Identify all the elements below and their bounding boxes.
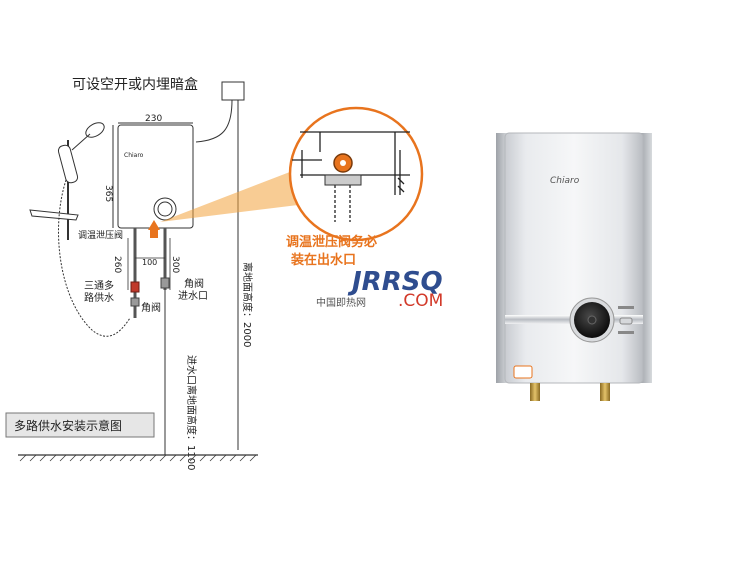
callout-circle <box>288 106 424 242</box>
heater-brand-small: Chiaro <box>124 152 144 159</box>
dim-100-label: 100 <box>142 258 157 267</box>
height-label: 365 <box>103 185 113 202</box>
product-brand: Chiaro <box>550 176 580 186</box>
junction-box <box>221 81 245 101</box>
angle-valve-right <box>160 277 170 289</box>
width-label: 230 <box>145 114 162 124</box>
inlet-height-label-a: 进水口离地面高度：1100 <box>185 355 198 470</box>
power-cable <box>195 99 233 143</box>
three-way-label: 三通多 <box>84 279 114 292</box>
watermark-brand: JRRSQ <box>347 267 443 297</box>
caption-box <box>5 412 155 438</box>
heater-front-panel <box>504 132 644 384</box>
inlet-label: 进水口 <box>178 290 208 302</box>
relief-valve-label: 调温泄压阀 <box>78 229 123 241</box>
three-way-valve <box>130 281 140 293</box>
callout-line2: 装在出水口 <box>290 252 356 268</box>
floor-height-label: 离地面高度：2000 <box>241 262 254 347</box>
floor-hatch <box>19 454 257 462</box>
angle-valve-right-label: 角阀 <box>184 277 204 290</box>
heater-knob-inner <box>157 201 173 217</box>
heater-pipe-right <box>600 383 610 401</box>
multi-supply-label: 路供水 <box>84 291 114 304</box>
soap-dish <box>29 209 79 221</box>
angle-valve-left <box>130 297 140 307</box>
dim-260-label: 260 <box>112 256 122 273</box>
shower-hose <box>57 179 131 337</box>
watermark-cn: 中国即热网 <box>316 296 366 309</box>
callout-line1: 调温泄压阀务必 <box>286 234 377 250</box>
watermark-domain: .COM <box>398 291 443 311</box>
heater-product: Chiaro <box>496 132 652 401</box>
callout-pointer <box>160 170 298 222</box>
heater-badge <box>513 365 533 379</box>
watermark: JRRSQ .COM 中国即热网 <box>316 267 443 311</box>
callout: 调温泄压阀务必 装在出水口 <box>160 106 424 268</box>
shower-handle <box>57 144 79 184</box>
caption-label: 多路供水安装示意图 <box>14 418 122 433</box>
top-note-label: 可设空开或内埋暗盒 <box>72 76 198 93</box>
angle-valve-left-label: 角阀 <box>141 301 161 314</box>
installation-drawing: 可设空开或内埋暗盒 Chiaro 230 365 调温泄压阀 260 <box>18 76 258 470</box>
relief-valve-marker <box>148 220 160 230</box>
shower-head <box>85 122 105 138</box>
dim-300-label: 300 <box>170 256 180 273</box>
heater-pipe-left <box>530 383 540 401</box>
